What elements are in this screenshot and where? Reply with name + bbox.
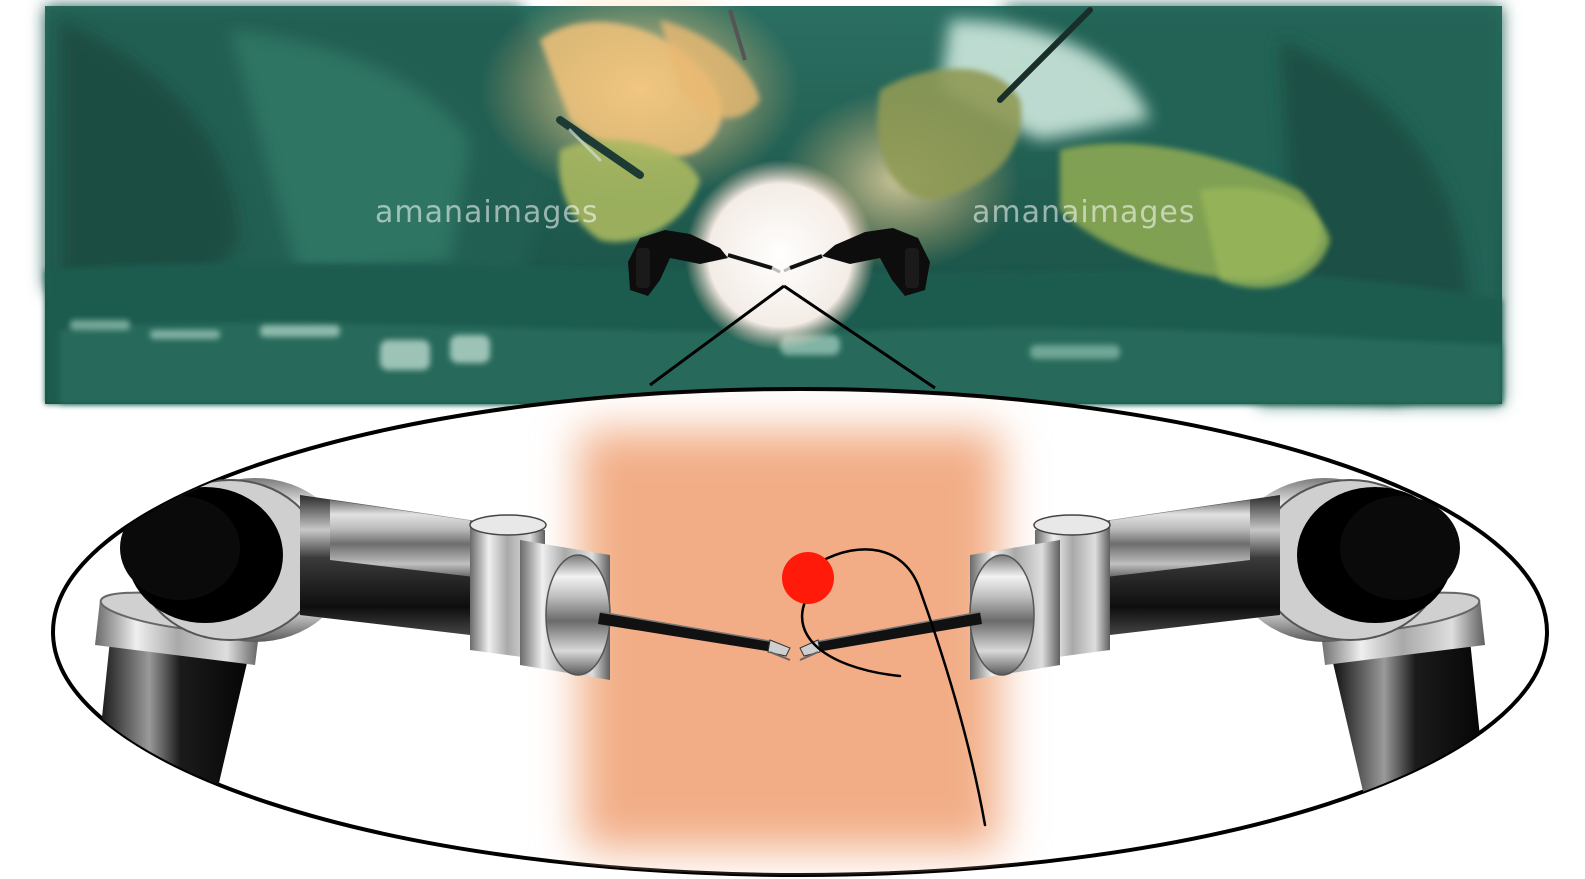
watermark-text: amanaimages [972,195,1195,230]
watermark-text: amanaimages [375,195,598,230]
magnifier-ellipse [53,389,1547,875]
target-point [782,552,834,604]
